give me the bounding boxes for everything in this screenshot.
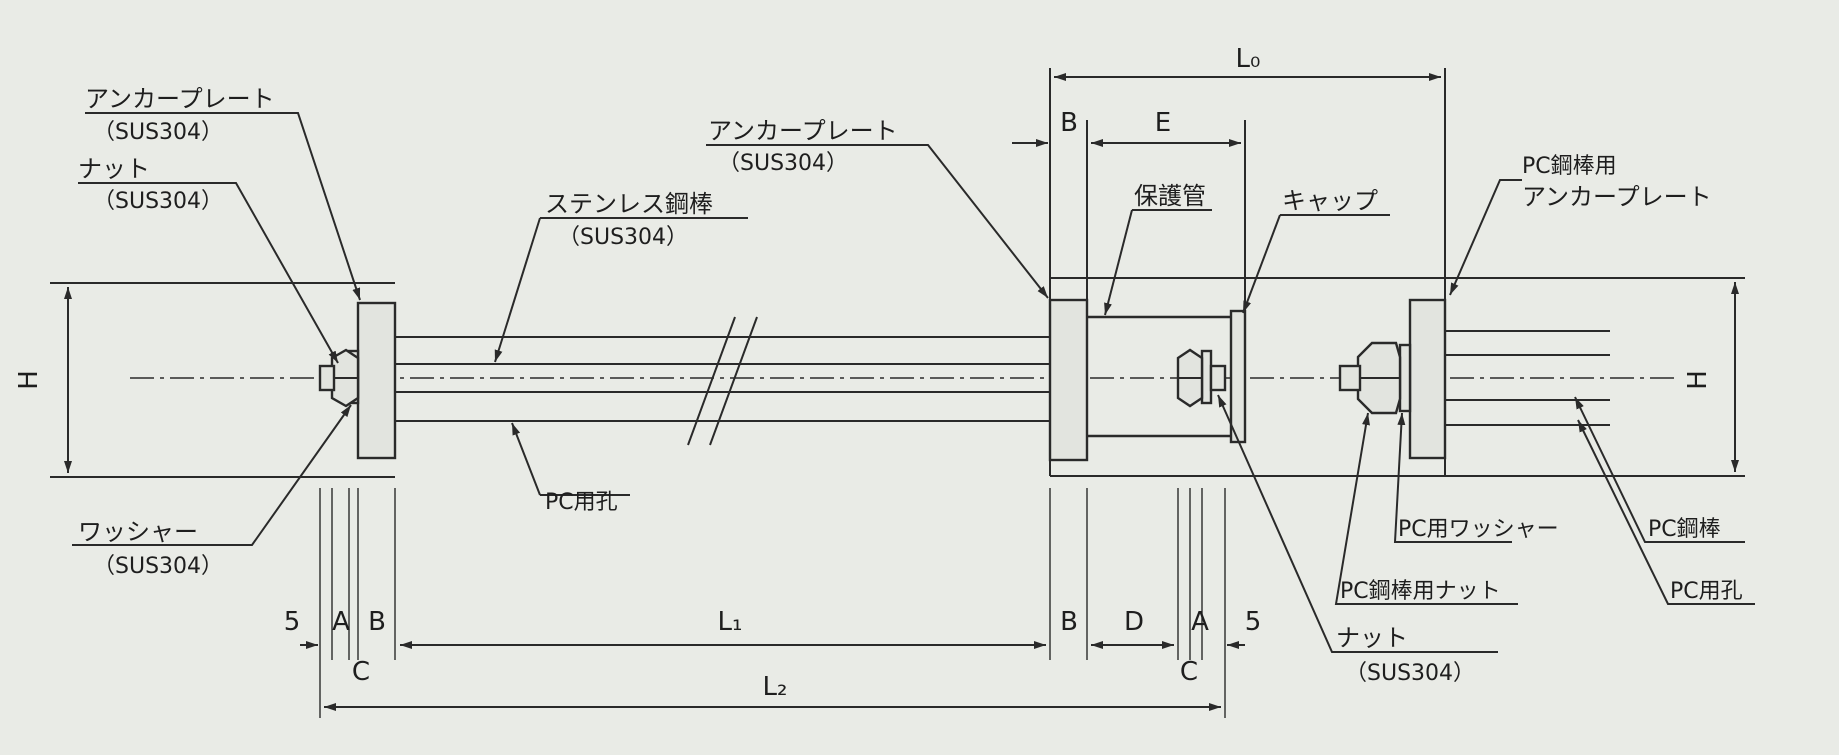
dim-a-left: A [332, 607, 350, 637]
dim-l1: L₁ [718, 607, 743, 637]
label-pc-bar: PC鋼棒 [1648, 517, 1721, 542]
label-nut-left: ナット [78, 155, 150, 183]
label-pc-hole-left: PC用孔 [545, 490, 618, 515]
dim-h-left: H [14, 370, 44, 390]
label-nut-right: ナット [1336, 624, 1408, 652]
dim-5-left: 5 [284, 607, 301, 637]
dim-b-left: B [368, 607, 386, 637]
label-stainless-bar: ステンレス鋼棒 [545, 190, 713, 218]
dim-5-right: 5 [1245, 607, 1262, 637]
label-pc-washer: PC用ワッシャー [1398, 517, 1559, 542]
label-nut-left-material: （SUS304） [93, 189, 223, 214]
middle-anchor-plate [1048, 298, 1089, 462]
middle-bar-end [1209, 364, 1227, 392]
dim-e: E [1155, 108, 1171, 138]
pc-bar-end [1338, 364, 1362, 392]
left-anchor-plate [356, 301, 397, 460]
dim-d: D [1124, 607, 1144, 637]
dim-b-mid: B [1060, 607, 1078, 637]
cap [1229, 309, 1247, 444]
middle-anchor-assembly [1048, 277, 1445, 477]
pc-washer [1398, 343, 1412, 413]
label-stainless-bar-material: （SUS304） [558, 225, 688, 250]
dim-h-right: H [1683, 370, 1713, 390]
dim-a-right: A [1191, 607, 1209, 637]
left-anchor-assembly [50, 282, 397, 478]
pc-anchor-plate [1408, 298, 1447, 460]
left-bar-end [318, 364, 336, 392]
stainless-steel-bar [395, 316, 1050, 446]
dim-c-right: C [1180, 657, 1198, 687]
label-pc-anchor-plate: アンカープレート [1522, 183, 1712, 211]
label-washer-left-material: （SUS304） [93, 554, 223, 579]
label-anchor-plate-mid: アンカープレート [708, 117, 898, 145]
pc-bar-assembly [1338, 277, 1745, 477]
dim-c-left: C [352, 657, 370, 687]
label-washer-left: ワッシャー [78, 518, 198, 546]
label-pc-hole-right: PC用孔 [1670, 579, 1743, 604]
dim-b-top: B [1060, 108, 1078, 138]
label-pc-bar-for: PC鋼棒用 [1522, 154, 1617, 179]
dim-l2: L₂ [763, 672, 788, 702]
label-pc-bar-nut: PC鋼棒用ナット [1340, 579, 1501, 604]
label-anchor-plate-left: アンカープレート [85, 85, 275, 113]
middle-washer [1200, 349, 1213, 405]
label-protective-tube: 保護管 [1134, 182, 1206, 210]
label-anchor-plate-left-material: （SUS304） [93, 120, 223, 145]
leader-lines [72, 112, 1755, 653]
dim-l0: L₀ [1236, 44, 1261, 74]
label-nut-right-material: （SUS304） [1345, 661, 1475, 686]
label-cap: キャップ [1282, 187, 1378, 215]
label-anchor-plate-mid-material: （SUS304） [718, 151, 848, 176]
